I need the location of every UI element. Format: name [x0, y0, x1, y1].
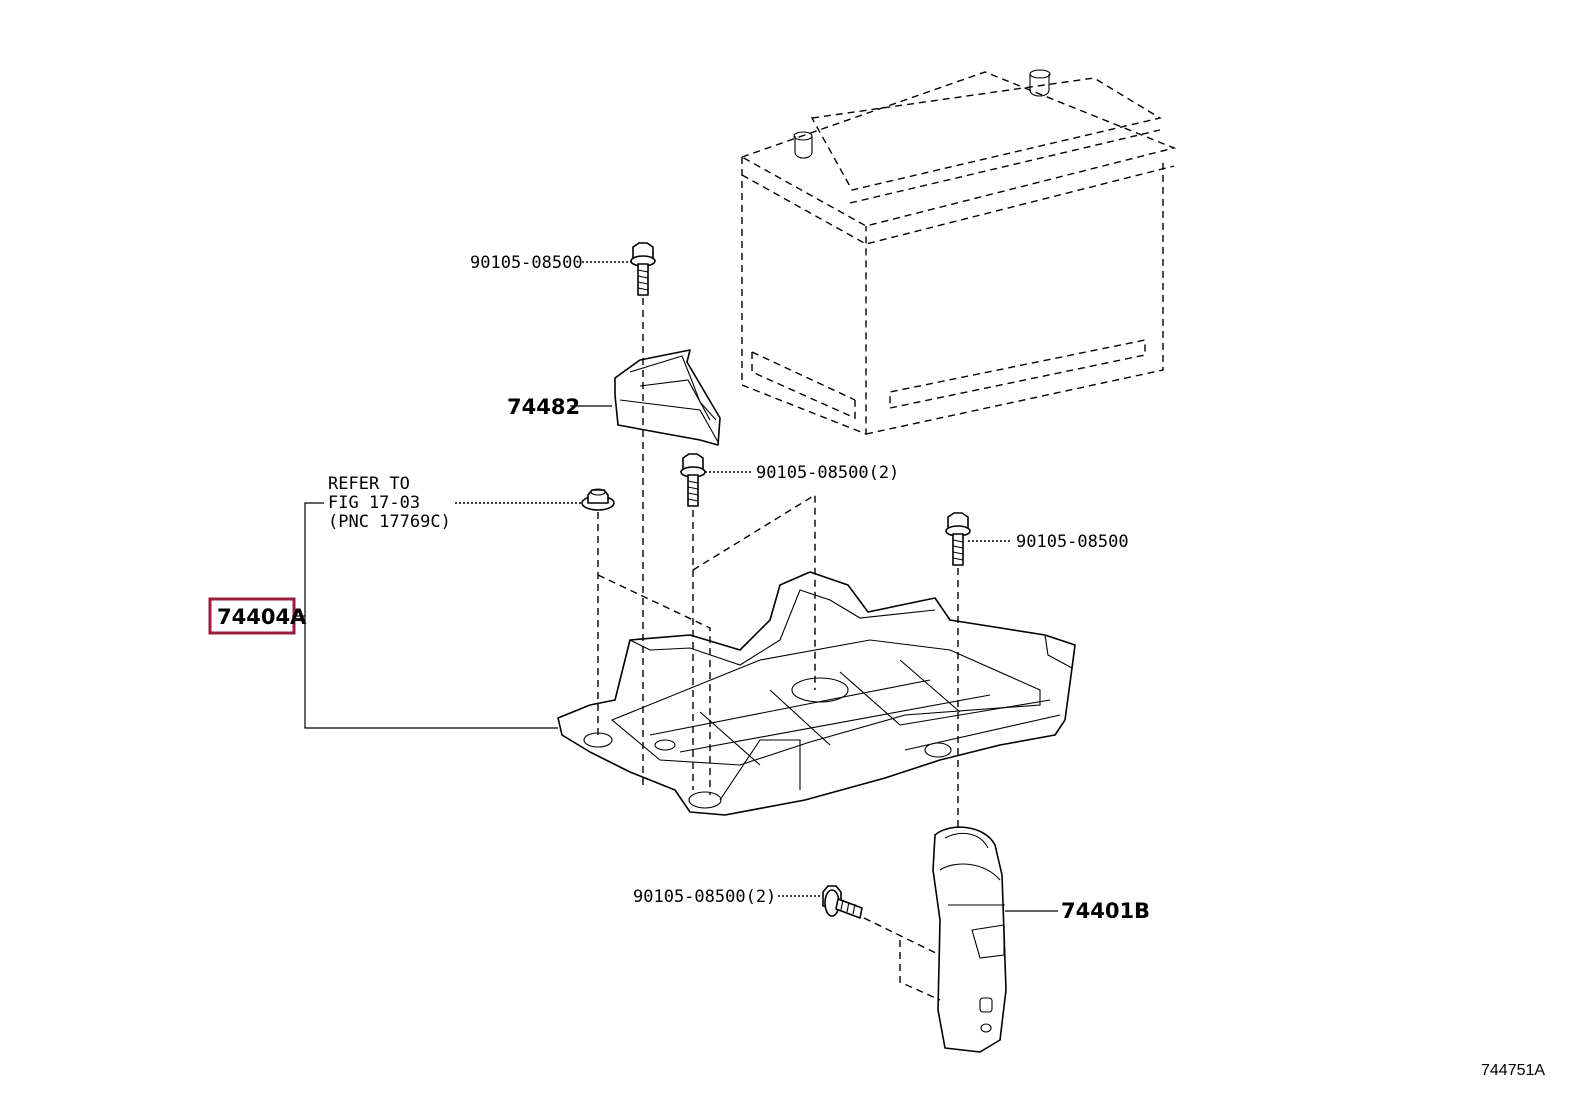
selected-part-highlight — [208, 597, 296, 635]
label-refer-line2: FIG 17-03 — [328, 493, 420, 513]
label-bolt-bottom[interactable]: 90105-08500(2) — [633, 887, 776, 907]
label-bolt-top[interactable]: 90105-08500 — [470, 253, 583, 273]
figure-code: 744751A — [1481, 1062, 1545, 1079]
battery-clamp-drawing — [614, 349, 721, 446]
label-refer-line3: (PNC 17769C) — [328, 512, 451, 532]
assembly-lines — [597, 298, 959, 1001]
label-bolt-right[interactable]: 90105-08500 — [1016, 532, 1129, 552]
bolt-top-drawing — [630, 242, 656, 296]
label-refer-line1: REFER TO — [328, 474, 410, 494]
nut-drawing — [581, 488, 615, 511]
bolt-bottom-drawing — [822, 885, 863, 919]
label-bolt-mid[interactable]: 90105-08500(2) — [756, 463, 899, 483]
battery-support-drawing — [932, 826, 1007, 1053]
leader-lines — [292, 261, 1058, 912]
label-clamp[interactable]: 74482 — [507, 395, 580, 419]
label-support[interactable]: 74401B — [1061, 899, 1150, 923]
bolt-right-drawing — [945, 512, 971, 566]
battery-drawing — [740, 69, 1177, 436]
bolt-mid-drawing — [680, 453, 706, 507]
battery-tray-drawing — [557, 571, 1076, 816]
label-tray[interactable]: 74404A — [217, 605, 307, 629]
